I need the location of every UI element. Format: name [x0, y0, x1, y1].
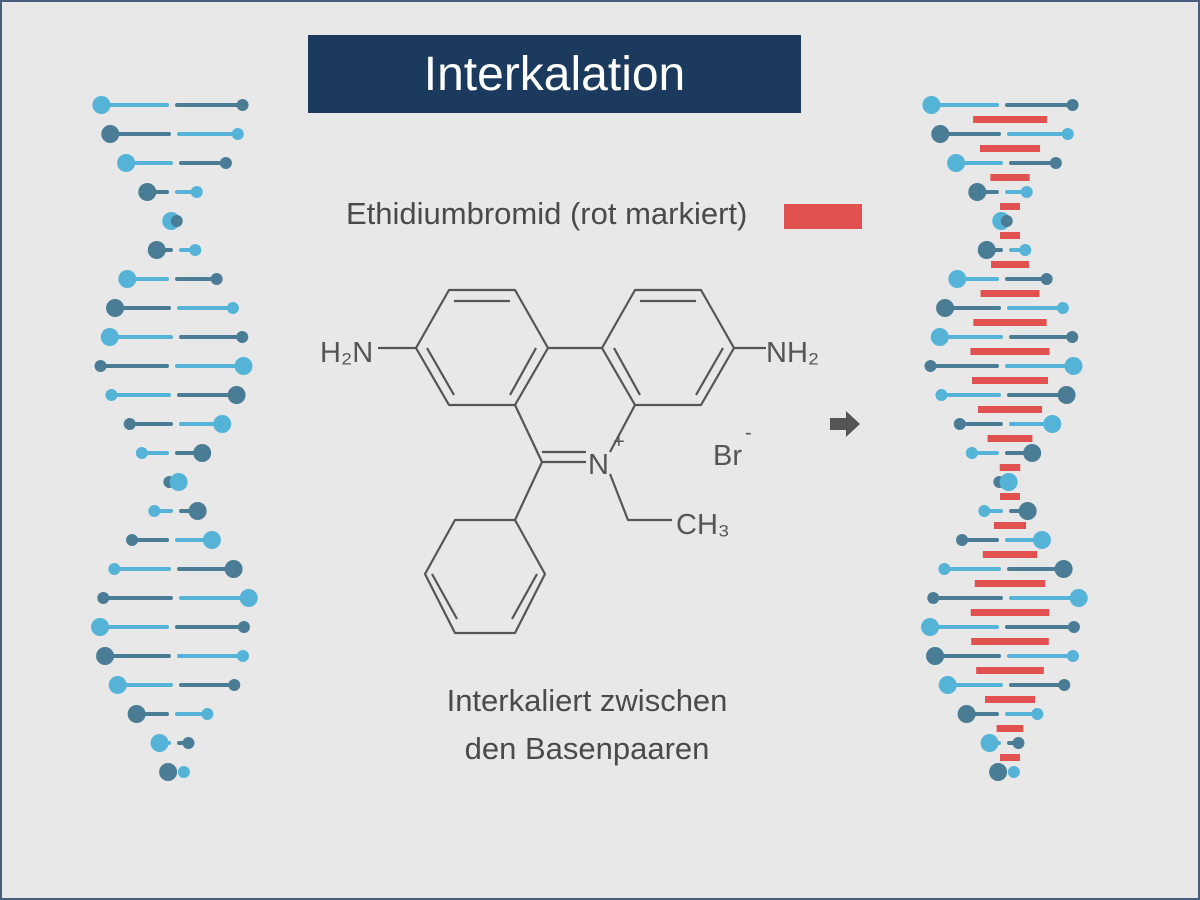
base-pair: [150, 734, 195, 752]
right-benzene-ring: [600, 288, 736, 407]
intercalated-molecule: [973, 116, 1047, 123]
bromide-charge: -: [745, 422, 752, 444]
base-pair: [101, 125, 244, 143]
methyl-label: CH₃: [676, 509, 730, 541]
base-pair: [938, 676, 1071, 694]
intercalated-molecule: [976, 667, 1044, 674]
base-pair: [927, 589, 1088, 607]
base-pair: [117, 154, 232, 172]
base-pair: [92, 96, 249, 114]
base-pair: [94, 357, 253, 375]
intercalated-molecule: [970, 348, 1050, 355]
base-pair: [957, 705, 1044, 723]
intercalated-molecule: [979, 145, 1041, 152]
base-pair: [956, 531, 1051, 549]
intercalated-molecule: [971, 638, 1049, 645]
base-pair: [948, 270, 1053, 288]
amine-left-label: H₂N: [320, 337, 373, 369]
base-pair: [980, 734, 1025, 752]
intercalated-molecule: [973, 319, 1047, 326]
page-title: Interkalation: [423, 47, 686, 101]
left-benzene-ring: [414, 288, 550, 407]
intercalated-molecule: [982, 551, 1038, 558]
intercalated-molecule: [996, 725, 1024, 732]
nitrogen-charge: +: [613, 431, 625, 453]
intercalated-molecule: [991, 261, 1029, 268]
arrow-right-icon: [830, 411, 860, 437]
base-pair: [992, 212, 1013, 230]
base-pair: [936, 299, 1069, 317]
legend-swatch: [784, 204, 862, 229]
intercalated-molecule: [1000, 203, 1020, 210]
base-pair: [922, 96, 1079, 114]
intercalated-molecule: [993, 522, 1027, 529]
base-pair: [977, 241, 1032, 259]
base-pair: [123, 415, 232, 433]
intercalated-molecule: [999, 464, 1021, 471]
intercalated-molecule: [1000, 754, 1020, 761]
base-pair: [924, 357, 1083, 375]
legend-label: Ethidiumbromid (rot markiert): [346, 196, 748, 231]
base-pair: [127, 705, 214, 723]
intercalated-molecule: [990, 174, 1030, 181]
intercalated-molecule: [974, 580, 1046, 587]
base-pair: [968, 183, 1033, 201]
ethidium-bromide-structure: H₂N NH₂ N + Br - CH₃: [320, 288, 819, 635]
caption-line-2: den Basenpaaren: [464, 731, 710, 766]
dna-helix-left: [91, 96, 258, 781]
base-pair: [100, 328, 249, 346]
base-pair: [953, 415, 1062, 433]
base-pair: [148, 502, 207, 520]
base-pair: [118, 270, 223, 288]
dna-helix-intercalated: [921, 96, 1088, 781]
amine-right-label: NH₂: [766, 337, 819, 369]
base-pair: [163, 473, 188, 491]
intercalated-molecule: [980, 290, 1040, 297]
base-pair: [159, 763, 190, 781]
base-pair: [108, 560, 243, 578]
base-pair: [91, 618, 250, 636]
base-pair: [993, 473, 1018, 491]
base-pair: [162, 212, 183, 230]
base-pair: [135, 444, 212, 462]
caption-line-1: Interkaliert zwischen: [446, 683, 728, 718]
base-pair: [108, 676, 241, 694]
base-pair: [965, 444, 1042, 462]
base-pair: [947, 154, 1062, 172]
intercalated-molecule: [977, 406, 1043, 413]
intercalated-molecule: [972, 377, 1048, 384]
base-pair: [97, 589, 258, 607]
base-pair: [106, 299, 239, 317]
base-pair: [126, 531, 221, 549]
base-pair: [105, 386, 246, 404]
base-pair: [147, 241, 202, 259]
base-pair: [138, 183, 203, 201]
base-pair: [931, 125, 1074, 143]
phenyl-ring: [423, 518, 547, 635]
intercalated-molecule: [984, 696, 1036, 703]
base-pair: [978, 502, 1037, 520]
title-banner: Interkalation: [308, 35, 801, 113]
base-pair: [96, 647, 249, 665]
base-pair: [935, 386, 1076, 404]
base-pair: [938, 560, 1073, 578]
intercalated-molecule: [987, 435, 1033, 442]
intercalated-molecule: [1000, 232, 1020, 239]
base-pair: [926, 647, 1079, 665]
base-pair: [989, 763, 1020, 781]
base-pair: [921, 618, 1080, 636]
nitrogen-label: N: [588, 449, 609, 481]
intercalated-molecule: [970, 609, 1050, 616]
caption: Interkaliert zwischen den Basenpaaren: [382, 677, 792, 773]
intercalated-molecule: [1000, 493, 1020, 500]
base-pair: [930, 328, 1079, 346]
bromide-label: Br: [713, 440, 742, 472]
